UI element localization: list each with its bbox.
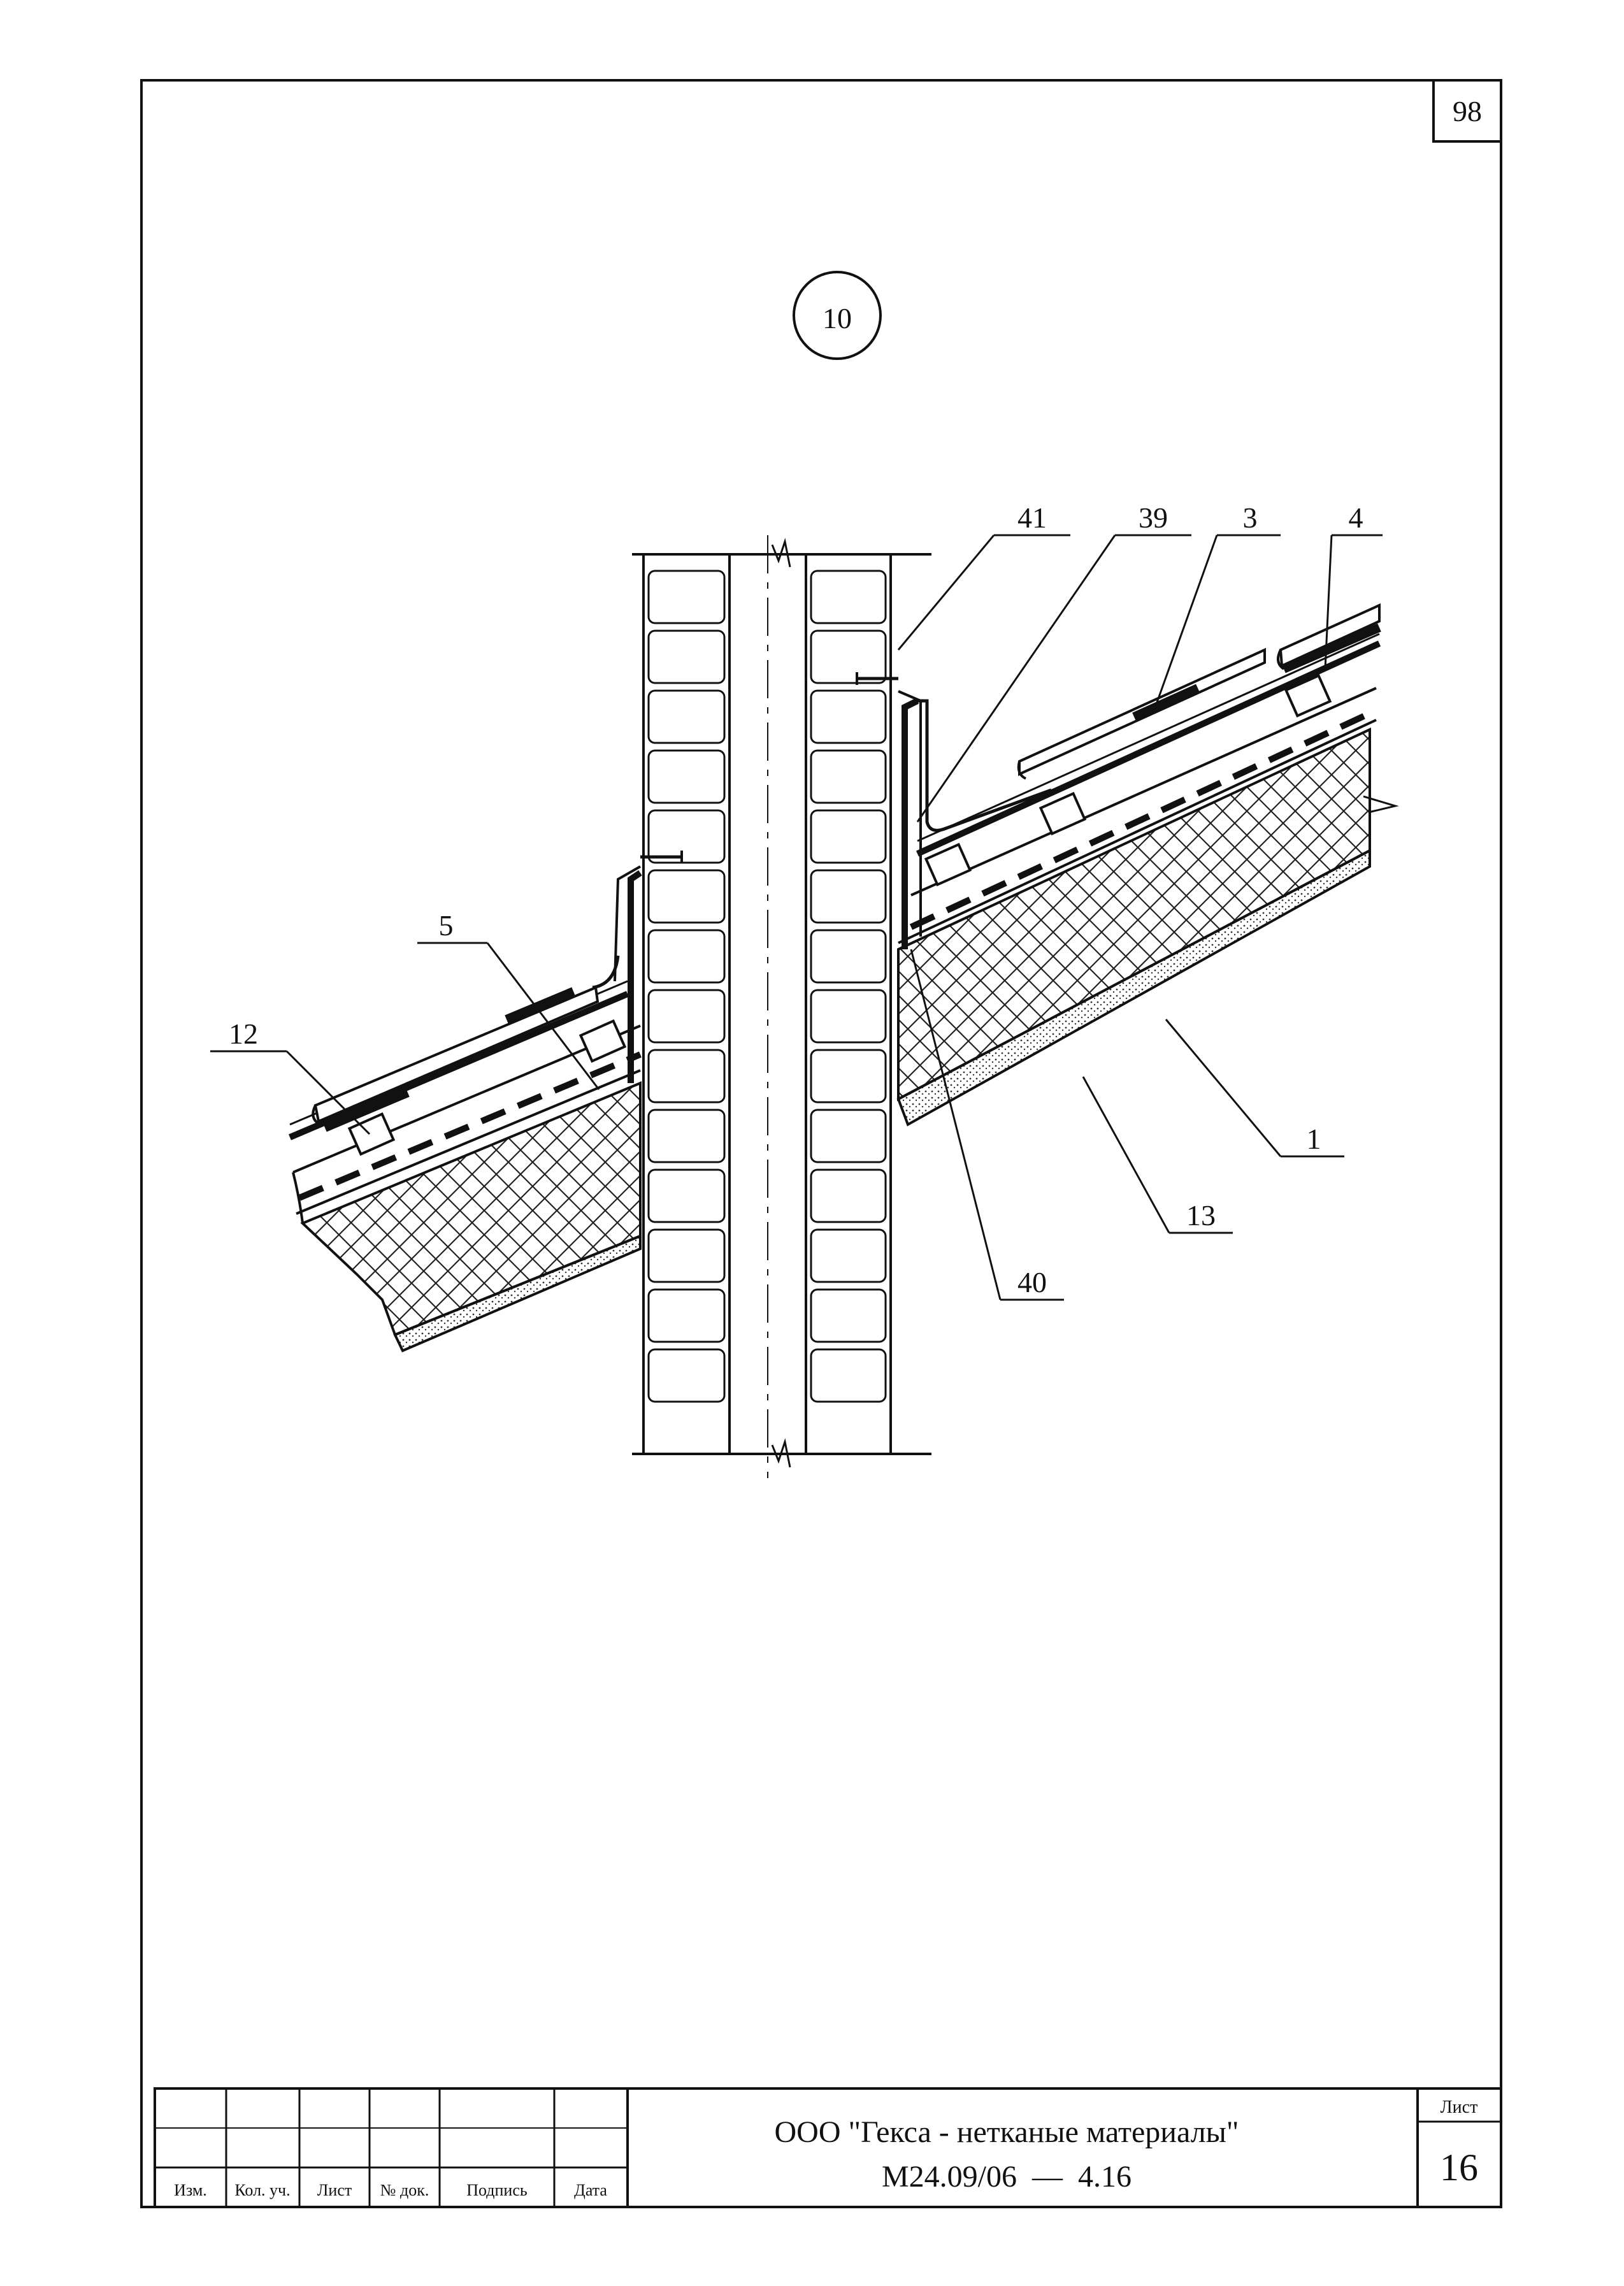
label-12: 12 <box>229 1017 258 1050</box>
leader-labels: 41 39 3 4 5 12 1 13 40 <box>229 501 1363 1298</box>
brick <box>647 1348 726 1403</box>
sheet-frame <box>140 79 1502 2208</box>
label-41: 41 <box>1017 501 1047 534</box>
brick <box>810 869 887 924</box>
left-insulation <box>300 1081 642 1337</box>
col-podpis: Подпись <box>466 2181 528 2199</box>
left-wall-bricks <box>647 570 726 1403</box>
brick <box>647 989 726 1044</box>
brick <box>810 1109 887 1163</box>
brick <box>810 689 887 744</box>
label-39: 39 <box>1139 501 1168 534</box>
label-1: 1 <box>1307 1123 1321 1155</box>
brick <box>810 809 887 864</box>
sheet-number: 16 <box>1440 2146 1478 2189</box>
brick <box>810 989 887 1044</box>
brick <box>810 1348 887 1403</box>
brick <box>647 869 726 924</box>
document-code: М24.09/06 — 4.16 <box>882 2160 1132 2194</box>
label-13: 13 <box>1186 1199 1216 1232</box>
left-roof-slope <box>289 851 683 1353</box>
chimney <box>632 535 931 1478</box>
brick <box>810 929 887 984</box>
brick <box>647 1168 726 1223</box>
brick <box>810 1168 887 1223</box>
brick <box>647 1109 726 1163</box>
title-block: Изм. Кол. уч. Лист № док. Подпись Дата О… <box>154 2087 1502 2208</box>
label-4: 4 <box>1349 501 1363 534</box>
brick <box>647 1049 726 1103</box>
brick <box>810 1288 887 1343</box>
label-40: 40 <box>1017 1266 1047 1298</box>
corner-number-box <box>1432 79 1502 143</box>
sheet-label: Лист <box>1441 2097 1478 2117</box>
detail-marker-circle <box>793 271 882 360</box>
brick <box>810 749 887 804</box>
brick <box>647 749 726 804</box>
right-insulation <box>897 727 1371 1102</box>
col-kol-uch: Кол. уч. <box>234 2181 290 2199</box>
brick <box>647 1288 726 1343</box>
brick <box>810 1049 887 1103</box>
right-wall-bricks <box>810 570 887 1403</box>
col-data: Дата <box>574 2181 607 2199</box>
brick <box>810 629 887 684</box>
col-list: Лист <box>317 2181 352 2199</box>
brick <box>810 1228 887 1283</box>
brick <box>647 1228 726 1283</box>
label-5: 5 <box>439 909 454 942</box>
label-3: 3 <box>1243 501 1258 534</box>
brick <box>647 689 726 744</box>
brick <box>647 570 726 624</box>
brick <box>647 629 726 684</box>
right-lining <box>896 848 1371 1126</box>
corner-number: 98 <box>1453 95 1482 127</box>
organization-name: ООО "Гекса - нетканые материалы" <box>775 2115 1239 2149</box>
col-izm: Изм. <box>174 2181 207 2199</box>
left-lining <box>393 1234 642 1353</box>
brick <box>810 570 887 624</box>
brick <box>647 929 726 984</box>
brick <box>647 809 726 864</box>
col-n-dok: № док. <box>380 2181 429 2199</box>
detail-number: 10 <box>823 302 852 334</box>
right-roof-slope <box>856 603 1399 1126</box>
leaders <box>210 534 1383 1301</box>
